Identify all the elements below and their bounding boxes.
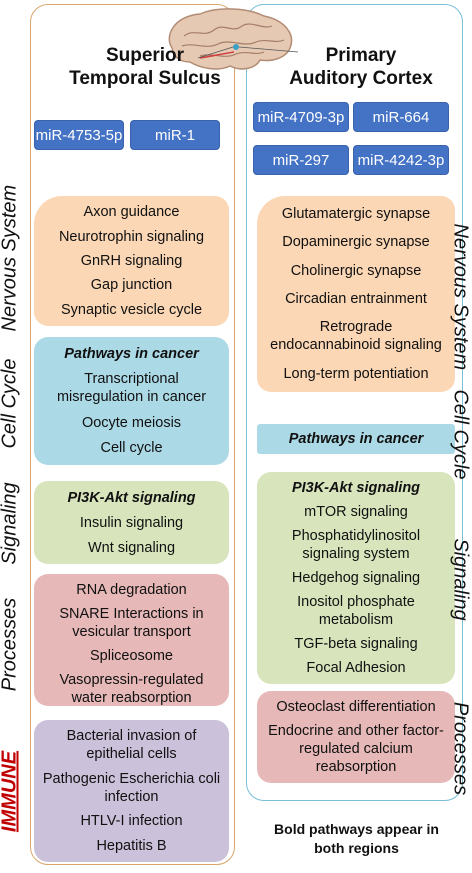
category-label-cell-cycle: Cell Cycle <box>449 389 472 480</box>
mirna-badge: miR-4753-5p <box>34 120 124 150</box>
legend-line2: both regions <box>314 840 399 856</box>
pathway-item: Inositol phosphate metabolism <box>297 594 415 628</box>
pathway-item: Retrograde endocannabinoid signaling <box>270 319 442 354</box>
pathway-item: Synaptic vesicle cycle <box>60 301 203 318</box>
pathway-item: Neurotrophin signaling <box>58 228 205 245</box>
right-cell-cycle-box: Pathways in cancer <box>257 424 455 454</box>
pathway-item: Oocyte meiosis <box>81 414 182 431</box>
category-label-processes: Processes <box>449 701 472 796</box>
pathway-item: HTLV-I infection <box>80 813 183 830</box>
pathway-item: Vasopressin-regulated water reabsorption <box>59 672 204 706</box>
left-region-title: Superior Temporal Sulcus <box>60 44 230 90</box>
pathway-item: Cholinergic synapse <box>290 262 422 279</box>
pathway-item: Bacterial invasion of epithelial cells <box>66 728 197 763</box>
legend-line1: Bold pathways appear in <box>274 821 439 837</box>
shared-pathway-item: Pathways in cancer <box>288 431 424 447</box>
pathway-item: Axon guidance <box>83 204 180 221</box>
category-label-nervous-system: Nervous System <box>0 184 21 332</box>
category-label-processes: Processes <box>0 597 21 692</box>
pathway-item: RNA degradation <box>76 582 187 598</box>
legend-note: Bold pathways appear in both regions <box>248 820 465 858</box>
pointer-line <box>197 46 234 59</box>
pathway-item: Circadian entrainment <box>285 291 427 308</box>
category-label-signaling: Signaling <box>0 482 21 565</box>
pathway-item: Hepatitis B <box>96 837 167 854</box>
mirna-badge: miR-4709-3p <box>253 102 349 132</box>
category-label-immune: IMMUNE <box>0 750 21 833</box>
pathway-item: GnRH signaling <box>80 252 183 269</box>
pathway-item: Insulin signaling <box>79 514 184 531</box>
pathway-item: Endocrine and other factor-regulated cal… <box>268 723 444 775</box>
mirna-badge: miR-664 <box>353 102 449 132</box>
right-processes-box: Osteoclast differentiation Endocrine and… <box>257 691 455 783</box>
mirna-badge: miR-297 <box>253 145 349 175</box>
left-title-line2: Temporal Sulcus <box>69 68 221 89</box>
left-nervous-box: Axon guidance Neurotrophin signaling GnR… <box>34 196 229 326</box>
superior-temporal-sulcus-marker <box>199 51 235 59</box>
left-title-line1: Superior <box>105 45 185 66</box>
right-region-panel <box>246 4 463 801</box>
mirna-badge: miR-1 <box>130 120 220 150</box>
category-label-cell-cycle: Cell Cycle <box>0 358 21 449</box>
pathway-item: Phosphatidylinositol signaling system <box>291 528 421 562</box>
brain-shape <box>168 8 293 70</box>
shared-pathway-item: Pathways in cancer <box>64 345 199 362</box>
pathway-item: Hedgehog signaling <box>291 570 421 586</box>
auditory-cortex-marker <box>233 44 239 50</box>
brain-fold-line <box>199 51 265 57</box>
pathway-item: Focal Adhesion <box>306 660 406 676</box>
left-cell-cycle-box: Pathways in cancer Transcriptional misre… <box>34 337 229 465</box>
pathway-item: Glutamatergic synapse <box>281 206 431 223</box>
pathway-item: Gap junction <box>90 277 173 294</box>
left-region-panel <box>30 4 235 865</box>
pathway-item: Dopaminergic synapse <box>282 234 430 251</box>
pathway-item: Pathogenic Escherichia coli infection <box>42 770 221 805</box>
category-label-signaling: Signaling <box>449 538 472 621</box>
brain-fold-line <box>181 39 285 47</box>
pointer-line <box>238 46 299 53</box>
pathway-item: Spliceosome <box>89 648 173 664</box>
shared-pathway-item: PI3K-Akt signaling <box>67 489 196 506</box>
brain-illustration <box>168 8 299 70</box>
left-signaling-box: PI3K-Akt signaling Insulin signaling Wnt… <box>34 481 229 564</box>
pathway-item: mTOR signaling <box>304 504 408 520</box>
left-immune-box: Bacterial invasion of epithelial cells P… <box>34 720 229 862</box>
pathway-item: Transcriptional misregulation in cancer <box>56 371 207 406</box>
category-label-nervous-system: Nervous System <box>449 223 472 371</box>
mirna-badge: miR-4242-3p <box>353 145 449 175</box>
right-nervous-box: Glutamatergic synapse Dopaminergic synap… <box>257 196 455 392</box>
right-signaling-box: PI3K-Akt signaling mTOR signaling Phosph… <box>257 472 455 684</box>
pathway-item: Osteoclast differentiation <box>276 699 436 715</box>
right-title-line1: Primary <box>325 45 397 66</box>
right-region-title: Primary Auditory Cortex <box>276 44 446 90</box>
left-processes-box: RNA degradation SNARE Interactions in ve… <box>34 574 229 706</box>
brain-fold-line <box>183 23 273 37</box>
pathway-item: Wnt signaling <box>87 539 176 556</box>
pathway-item: SNARE Interactions in vesicular transpor… <box>59 606 204 640</box>
pathway-item: TGF-beta signaling <box>294 636 418 652</box>
pathway-item: Long-term potentiation <box>283 365 429 382</box>
pathway-item: Cell cycle <box>100 440 163 457</box>
shared-pathway-item: PI3K-Akt signaling <box>291 480 421 496</box>
right-title-line2: Auditory Cortex <box>289 68 433 89</box>
